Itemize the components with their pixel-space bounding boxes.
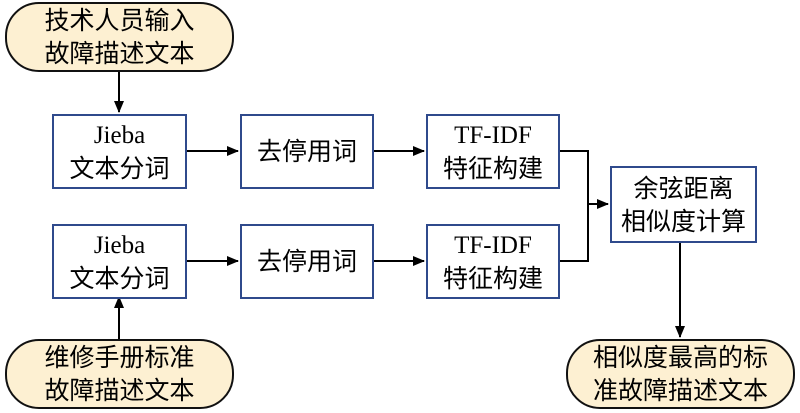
result-line-2: 准故障描述文本 [592, 376, 768, 405]
manual-line-2: 故障描述文本 [44, 376, 195, 405]
tfidf-top-box: TF-IDF 特征构建 [426, 114, 560, 189]
tech-input-line-2: 故障描述文本 [44, 39, 195, 68]
manual-terminal: 维修手册标准 故障描述文本 [5, 339, 234, 409]
tfidf-top-line-2: 特征构建 [442, 153, 543, 183]
manual-line-1: 维修手册标准 [44, 343, 195, 372]
jieba-top-box: Jieba 文本分词 [52, 114, 187, 189]
stopword-bottom-box: 去停用词 [240, 224, 374, 299]
result-line-1: 相似度最高的标 [592, 343, 768, 372]
arrow-tfidf-top-to-cosine [560, 150, 609, 209]
tfidf-bottom-box: TF-IDF 特征构建 [426, 224, 560, 299]
jieba-bottom-box: Jieba 文本分词 [52, 224, 187, 299]
stopword-bottom-label: 去停用词 [256, 247, 357, 276]
stopword-top-label: 去停用词 [256, 137, 357, 166]
jieba-top-line-2: 文本分词 [69, 153, 170, 183]
jieba-bottom-line-2: 文本分词 [69, 263, 170, 293]
tech-input-line-1: 技术人员输入 [44, 6, 195, 35]
tech-input-terminal: 技术人员输入 故障描述文本 [5, 2, 234, 72]
stopword-top-box: 去停用词 [240, 114, 374, 189]
tfidf-bottom-line-1: TF-IDF [454, 231, 532, 259]
tfidf-top-line-1: TF-IDF [454, 121, 532, 149]
cosine-box: 余弦距离 相似度计算 [610, 166, 757, 243]
jieba-bottom-line-1: Jieba [93, 231, 146, 259]
arrow-tfidf-bottom-to-cosine [560, 204, 589, 262]
cosine-line-1: 余弦距离 [633, 173, 734, 203]
tfidf-bottom-line-2: 特征构建 [442, 263, 543, 293]
cosine-line-2: 相似度计算 [620, 206, 746, 236]
result-terminal: 相似度最高的标 准故障描述文本 [566, 339, 795, 409]
jieba-top-line-1: Jieba [93, 121, 146, 149]
